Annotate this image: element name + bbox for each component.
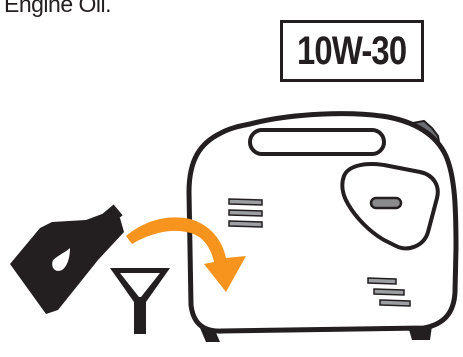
oil-bottle-icon [10,204,124,314]
control-slot [371,198,401,208]
bottle-body [10,214,124,314]
side-vents-left [229,199,262,227]
generator-icon [189,114,456,342]
funnel-icon [110,268,170,334]
generator-handle [250,130,384,154]
